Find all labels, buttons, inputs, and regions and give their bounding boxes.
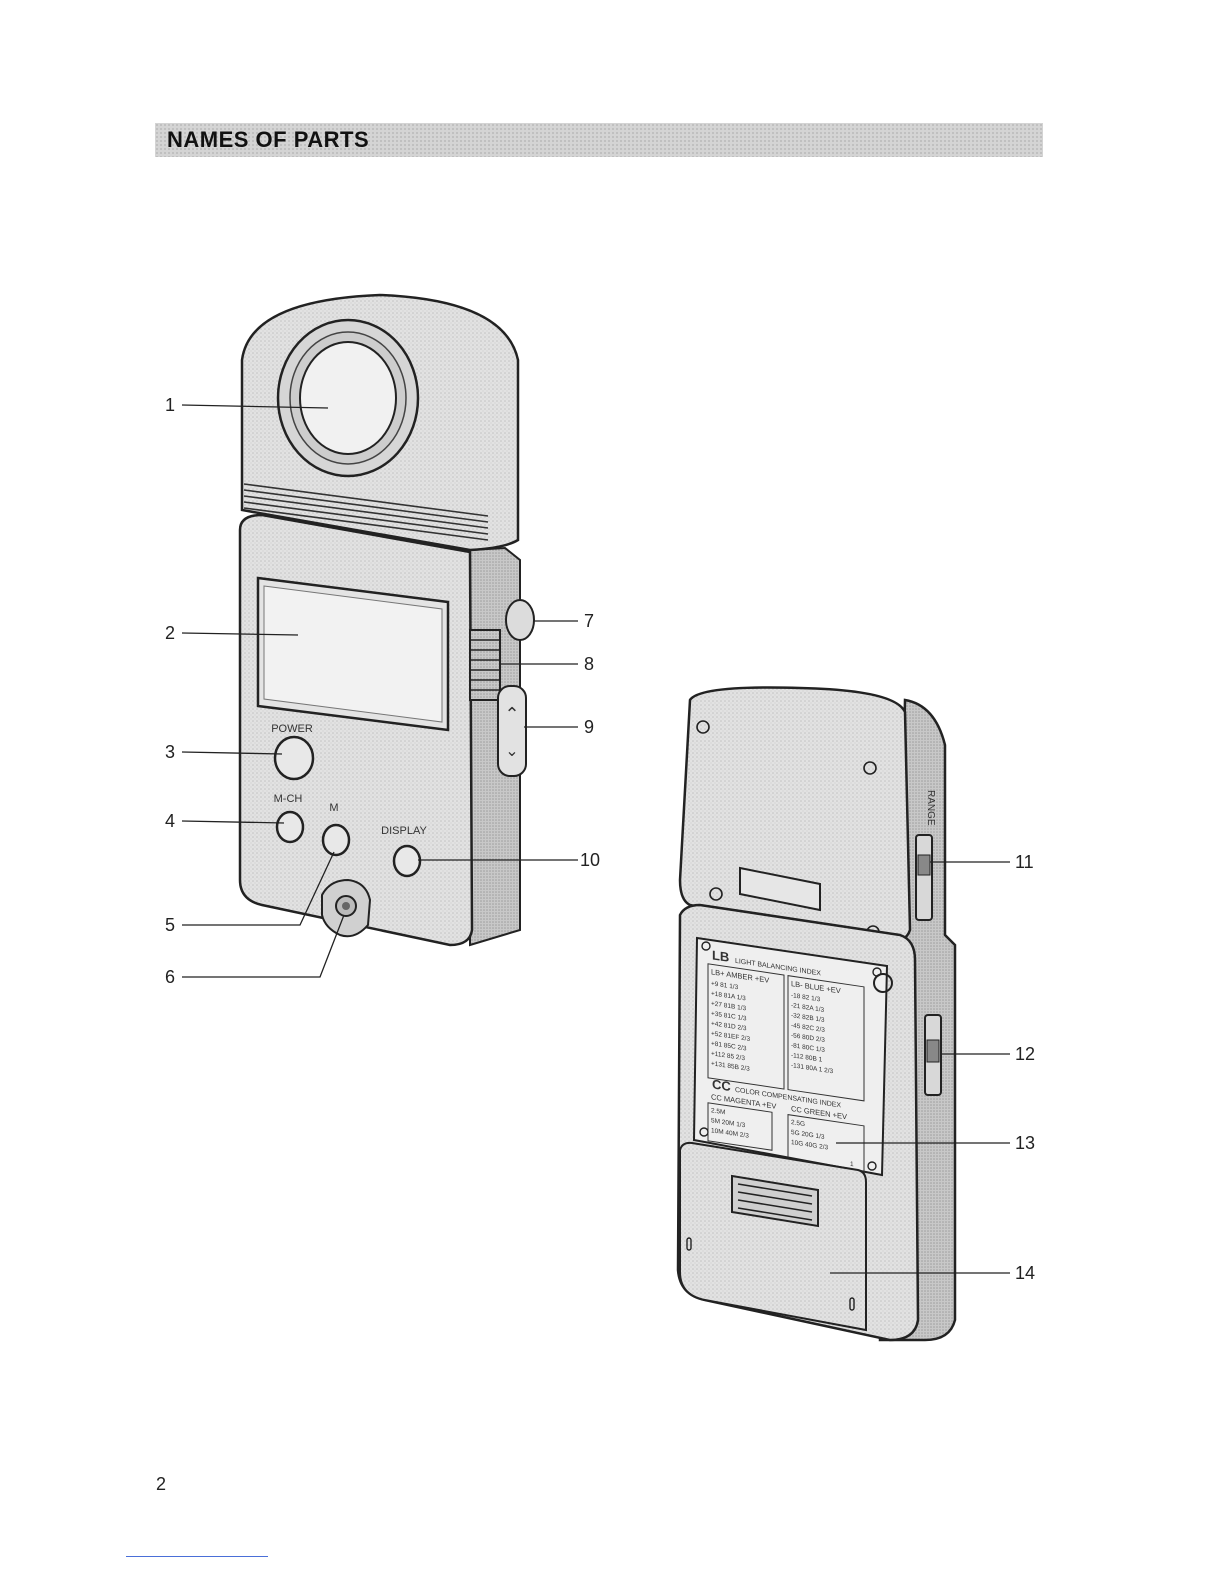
cc-title: CC	[712, 1076, 731, 1094]
lb-blue-row: -112 80B 1	[791, 1052, 823, 1064]
lb-amber-row: +9 81 1/3	[711, 980, 739, 991]
display-button	[392, 844, 422, 878]
callout-14: 14	[1015, 1263, 1036, 1283]
lb-blue-row: -18 82 1/3	[791, 992, 821, 1003]
callout-10: 10	[580, 850, 601, 870]
light-receptor-lens	[276, 318, 420, 478]
side-dial	[469, 629, 501, 701]
mch-label: M-CH	[274, 793, 303, 805]
cc-green-row: 2.5G	[791, 1119, 805, 1128]
display-label: DISPLAY	[381, 825, 427, 837]
lb-blue-row: -32 82B 1/3	[791, 1012, 825, 1024]
rear-meter-illustration: RANGE LB LIGHT BALANCING INDEX LB+ AMBER…	[676, 686, 1010, 1342]
callout-4: 4	[165, 811, 176, 831]
up-down-buttons	[497, 685, 527, 777]
range-label: RANGE	[925, 790, 936, 826]
rear-label-plate	[739, 866, 821, 912]
filter-index-plate	[692, 936, 889, 1177]
rear-meter-head	[678, 686, 912, 947]
front-meter-ribs	[243, 483, 489, 541]
lb-title: LB	[712, 947, 729, 964]
page-number: 2	[156, 1474, 167, 1494]
section-header-bar: NAMES OF PARTS	[155, 123, 1043, 157]
side-knob	[505, 599, 535, 641]
section-title: NAMES OF PARTS	[167, 127, 370, 152]
callout-3: 3	[165, 742, 176, 762]
callout-13: 13	[1015, 1133, 1036, 1153]
m-label: M	[329, 802, 338, 814]
front-leader-lines	[181, 404, 578, 978]
front-meter-illustration: ⌃ ⌄ POWER M-CH M DISPLAY	[181, 293, 578, 978]
battery-cover	[679, 1141, 867, 1332]
rear-leader-lines	[830, 861, 1010, 1274]
tripod-socket	[321, 878, 372, 938]
up-arrow-icon: ⌃	[504, 704, 519, 724]
down-arrow-icon: ⌄	[505, 743, 518, 760]
callout-7: 7	[584, 611, 595, 631]
callout-9: 9	[584, 717, 595, 737]
cc-magenta-row: 2.5M	[711, 1107, 725, 1116]
callout-2: 2	[165, 623, 176, 643]
callout-11: 11	[1015, 852, 1034, 872]
callout-12: 12	[1015, 1044, 1036, 1064]
cc-green-row: 5G 20G 1/3	[791, 1129, 825, 1141]
callout-6: 6	[165, 967, 176, 987]
callout-5: 5	[165, 915, 176, 935]
lb-blue-row: -21 82A 1/3	[791, 1002, 825, 1014]
power-label: POWER	[271, 723, 313, 735]
callout-1: 1	[165, 395, 176, 415]
battery-cover-grip	[731, 1174, 819, 1228]
footer-rule	[126, 1556, 268, 1557]
power-button	[273, 735, 315, 781]
range-switch	[915, 834, 933, 921]
m-button	[321, 823, 351, 857]
cc-green-row: 1	[850, 1161, 854, 1169]
callout-8: 8	[584, 654, 595, 674]
mch-button	[275, 810, 305, 844]
